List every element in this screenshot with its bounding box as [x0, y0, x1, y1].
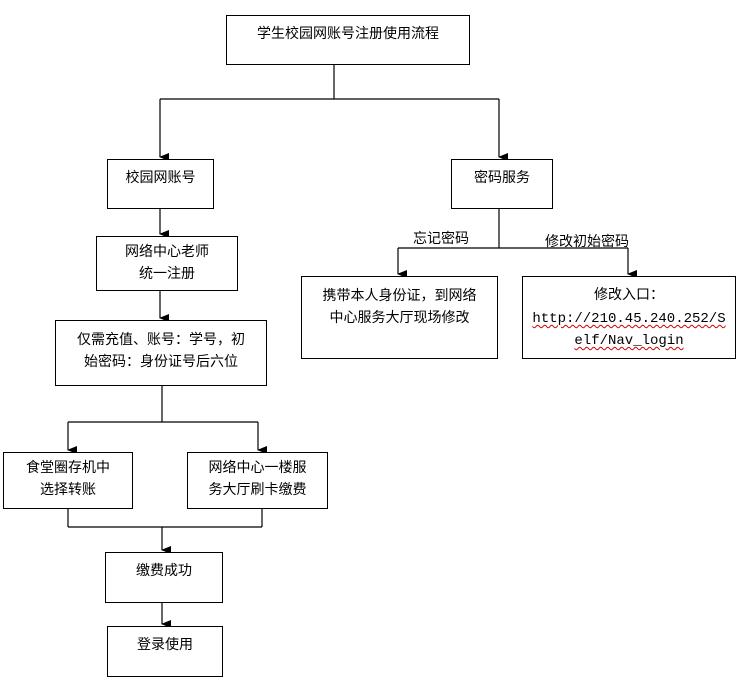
modify-entry-url-line2: elf/Nav_login [523, 330, 735, 352]
modify-password-label: 修改初始密码 [545, 234, 629, 250]
forgot-password-label: 忘记密码 [413, 231, 469, 247]
account-info-box: 仅需充值、账号：学号，初 始密码：身份证号后六位 [55, 320, 267, 386]
url-line2-text: elf/Nav_login [574, 333, 684, 349]
title-text: 学生校园网账号注册使用流程 [257, 26, 439, 42]
url-line1-text: http://210.45.240.252/S [532, 311, 726, 327]
modify-entry-title: 修改入口： [594, 287, 664, 303]
account-info-text: 仅需充值、账号：学号，初 始密码：身份证号后六位 [77, 332, 245, 370]
hall-payment-text: 网络中心一楼服 务大厅刷卡缴费 [208, 460, 307, 498]
password-service-box: 密码服务 [451, 159, 553, 209]
hall-payment-box: 网络中心一楼服 务大厅刷卡缴费 [187, 452, 328, 509]
modify-entry-box: 修改入口： http://210.45.240.252/S elf/Nav_lo… [522, 276, 736, 359]
modify-entry-url-line1: http://210.45.240.252/S [523, 308, 735, 330]
title-box: 学生校园网账号注册使用流程 [226, 15, 470, 65]
canteen-transfer-box: 食堂圈存机中 选择转账 [3, 452, 133, 509]
login-use-text: 登录使用 [137, 637, 193, 653]
forgot-password-box: 携带本人身份证，到网络 中心服务大厅现场修改 [301, 276, 498, 359]
payment-success-box: 缴费成功 [105, 552, 223, 603]
login-use-box: 登录使用 [107, 626, 223, 677]
campus-account-text: 校园网账号 [125, 170, 196, 186]
forgot-password-text: 携带本人身份证，到网络 中心服务大厅现场修改 [322, 288, 477, 326]
password-service-text: 密码服务 [474, 170, 530, 186]
register-text: 网络中心老师 统一注册 [125, 244, 209, 282]
campus-account-box: 校园网账号 [107, 159, 214, 209]
canteen-transfer-text: 食堂圈存机中 选择转账 [26, 460, 110, 498]
payment-success-text: 缴费成功 [136, 563, 192, 579]
register-box: 网络中心老师 统一注册 [96, 236, 238, 291]
